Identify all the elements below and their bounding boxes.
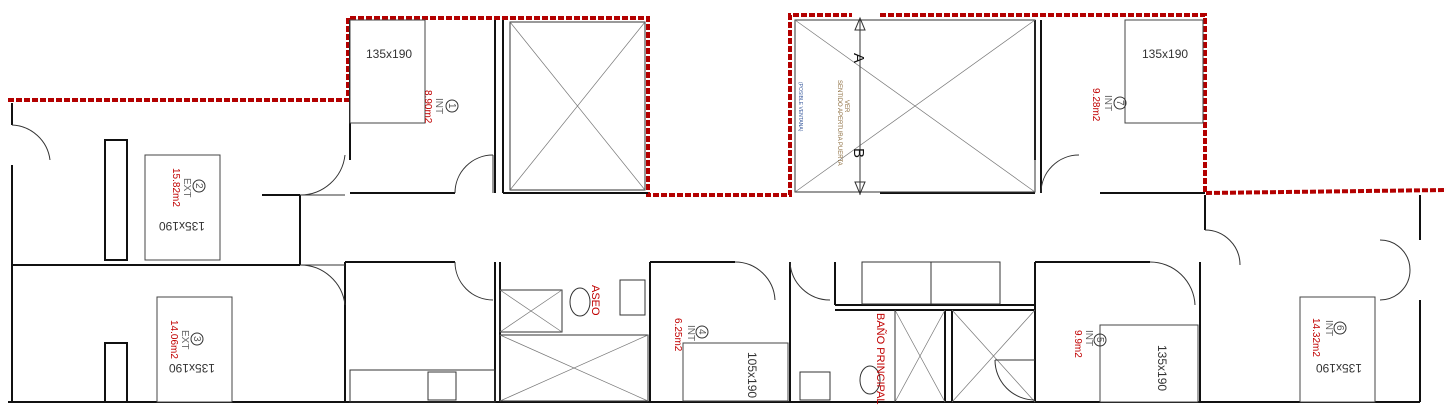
svg-text:VER: VER [843,100,849,113]
svg-text:135x190: 135x190 [159,219,205,233]
svg-text:INT: INT [685,325,696,341]
bench [861,261,1001,305]
svg-text:15.82m2: 15.82m2 [170,168,181,207]
svg-text:135x190: 135x190 [366,47,412,61]
svg-text:SENTIDO APERTURA PUERTA: SENTIDO APERTURA PUERTA [836,80,842,166]
room-6-label: 6 INT 14.32m2 135x190 [1310,318,1362,375]
doors [11,124,1411,401]
bed-room-2 [144,154,221,261]
stove [427,371,457,401]
bed-room-1 [349,19,426,124]
section-marker: A B VER SENTIDO APERTURA PUERTA [836,16,867,196]
svg-text:135x190: 135x190 [1316,361,1362,375]
svg-text:7: 7 [1114,100,1125,106]
svg-text:9.28m2: 9.28m2 [1090,88,1101,122]
bed-room-6 [1299,296,1376,403]
svg-text:135x190: 135x190 [1142,47,1188,61]
svg-text:INT: INT [433,98,444,114]
property-boundary-right [880,13,1446,196]
shower-aseo [499,289,649,402]
light-well-2 [794,19,1036,193]
svg-text:INT: INT [1083,330,1094,346]
shower-bano-principal [894,309,1036,403]
room-3-label: 3 EXT 14.06m2 135x190 [168,320,215,375]
svg-text:EXT: EXT [181,178,192,197]
svg-text:3: 3 [191,336,202,342]
svg-text:2: 2 [193,183,204,189]
toilet-aseo [569,287,591,317]
svg-text:14.06m2: 14.06m2 [168,320,179,359]
svg-text:6: 6 [1334,325,1345,331]
svg-text:14.32m2: 14.32m2 [1310,318,1321,357]
room-7-label: 135x190 7 INT 9.28m2 [1090,47,1188,122]
sink-bano-principal [799,371,831,401]
svg-text:4: 4 [696,329,707,335]
room-2-label: 2 EXT 15.82m2 135x190 [159,168,206,233]
bano-principal-label: BAÑO PRINCIPAL [874,313,887,405]
svg-text:6.25m2: 6.25m2 [672,318,683,352]
property-boundary [8,13,852,197]
svg-text:105x190: 105x190 [745,352,759,398]
room-4-label: 4 INT 6.25m2 105x190 [672,318,759,398]
light-well-1 [509,21,646,191]
toilet-bano-principal [859,365,881,395]
svg-text:135x190: 135x190 [1155,345,1169,391]
possible-window-note: (POSIBLE VENTANA) [797,82,803,132]
svg-text:EXT: EXT [179,330,190,349]
sink-aseo [619,279,646,316]
svg-text:8.90m2: 8.90m2 [422,90,433,124]
svg-text:1: 1 [446,103,457,109]
room-5-label: 5 INT 9.9m2 135x190 [1072,330,1169,391]
svg-text:B: B [850,148,867,158]
kitchen-counter [349,369,496,403]
bed-room-5 [1099,324,1199,403]
svg-text:A: A [850,53,867,63]
svg-text:9.9m2: 9.9m2 [1072,330,1083,358]
room-1-label: 135x190 1 INT 8.90m2 [366,47,459,124]
bed-room-3 [156,296,233,403]
svg-text:5: 5 [1094,337,1105,343]
bed-room-4 [682,342,789,402]
svg-text:INT: INT [1323,320,1334,336]
svg-text:135x190: 135x190 [169,361,215,375]
aseo-label: ASEO [589,285,601,316]
svg-text:INT: INT [1102,95,1113,111]
bed-room-7 [1124,19,1204,124]
